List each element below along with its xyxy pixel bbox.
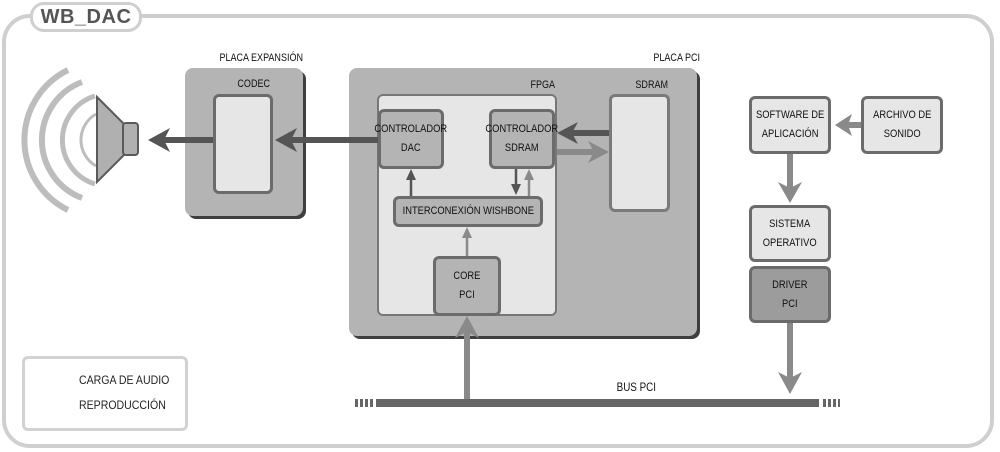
sistema-line1: SISTEMA [769,217,811,230]
speaker-icon [21,67,139,213]
arrowhead-codec [275,128,297,152]
diagram-title: WB_DAC [30,2,142,32]
arrowhead-speaker [148,128,170,152]
codec-label: CODEC [237,78,270,90]
controlador-sdram-line2: SDRAM [505,142,539,154]
bus-pci-line [355,399,840,407]
controlador-sdram-line1: CONTROLADOR [485,123,559,135]
archivo-sonido-block[interactable]: ARCHIVO DE SONIDO [861,96,943,154]
arrowhead-ctrl-sdram [557,122,578,144]
software-line2: APLICACIÓN [761,128,819,140]
sdram-label: SDRAM [635,79,668,91]
software-line1: SOFTWARE DE [755,109,825,121]
interconexion-wishbone-block[interactable]: INTERCONEXIÓN WISHBONE [393,196,543,227]
software-aplicacion-block[interactable]: SOFTWARE DE APLICACIÓN [749,96,831,154]
sdram-block[interactable] [609,94,670,212]
sound-wave-icon [21,67,70,213]
controlador-dac-line2: DAC [401,142,421,154]
driver-pci-block[interactable]: DRIVER PCI [749,266,831,323]
interconexion-wishbone-label: INTERCONEXIÓN WISHBONE [402,205,534,217]
diagram-frame [2,14,994,448]
driver-line1: DRIVER [772,278,808,291]
driver-line2: PCI [782,297,798,310]
sistema-line2: OPERATIVO [763,236,817,249]
bus-pci-label: BUS PCI [616,380,656,394]
controlador-sdram-block[interactable]: CONTROLADOR SDRAM [486,109,558,169]
archivo-line1: ARCHIVO DE [872,109,932,121]
legend-item-reproduccion: REPRODUCCIÓN [79,398,166,412]
core-pci-block[interactable]: CORE PCI [433,256,501,316]
sound-wave-icon [38,79,84,201]
archivo-line2: SONIDO [883,128,921,140]
controlador-dac-line1: CONTROLADOR [374,123,448,135]
sound-wave-icon [79,112,97,168]
fpga-label: FPGA [530,79,555,91]
sistema-operativo-block[interactable]: SISTEMA OPERATIVO [749,205,831,262]
placa-expansion-label: PLACA EXPANSIÓN [219,52,303,64]
sound-wave-icon [60,93,96,187]
placa-pci-label: PLACA PCI [653,52,700,64]
controlador-dac-block[interactable]: CONTROLADOR DAC [375,109,447,169]
core-pci-line2: PCI [459,289,475,301]
legend-item-carga-audio: CARGA DE AUDIO [79,373,170,387]
codec-block[interactable] [213,94,273,194]
core-pci-line1: CORE [453,270,481,282]
legend [22,356,188,431]
